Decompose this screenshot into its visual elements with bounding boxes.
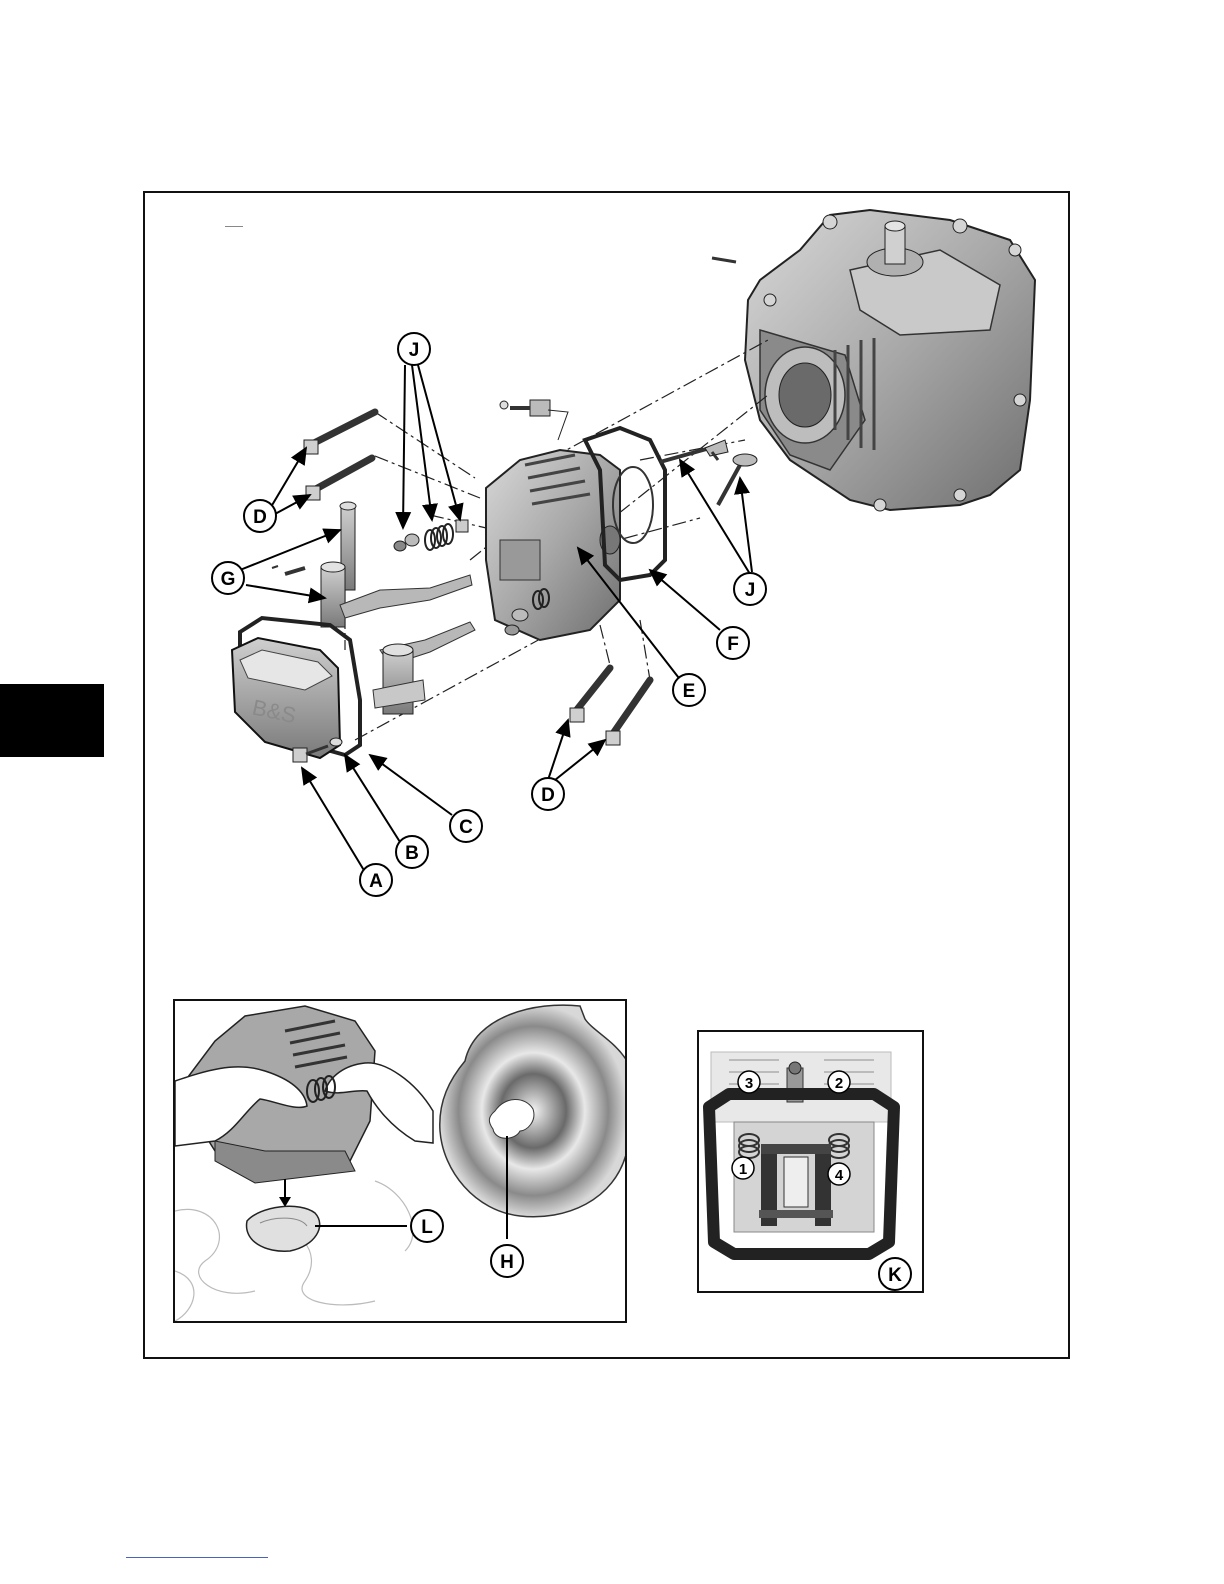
callout-f: F (717, 627, 749, 659)
svg-text:4: 4 (835, 1167, 844, 1184)
valve-number-3: 3 (738, 1071, 760, 1093)
svg-text:F: F (727, 634, 739, 655)
footer-rule (126, 1557, 268, 1558)
svg-text:L: L (421, 1217, 433, 1238)
svg-text:3: 3 (745, 1075, 753, 1092)
crankcase (745, 210, 1035, 511)
svg-text:K: K (888, 1265, 902, 1286)
callout-b: B (396, 836, 428, 868)
callout-e: E (673, 674, 705, 706)
svg-text:A: A (369, 871, 383, 892)
callout-d-upper: D (244, 500, 276, 532)
svg-text:G: G (221, 569, 236, 590)
svg-text:B: B (405, 843, 419, 864)
surface-contours (175, 1181, 413, 1321)
svg-text:H: H (500, 1252, 514, 1273)
callout-a: A (360, 864, 392, 896)
rocker-cover: B&S (232, 638, 340, 758)
svg-text:D: D (541, 785, 555, 806)
valve-number-2: 2 (828, 1071, 850, 1093)
svg-text:J: J (745, 580, 756, 601)
callout-j-top: J (398, 333, 430, 365)
inset-valve-sequence: 3 2 1 4 K (697, 1030, 924, 1293)
head-bolts-lower (570, 668, 650, 745)
callout-l: L (411, 1210, 443, 1242)
valve-number-4: 4 (828, 1163, 850, 1185)
callout-g: G (212, 562, 244, 594)
head-bolts-upper (304, 412, 375, 500)
callouts: J D G J F E D C B A (212, 333, 766, 896)
svg-text:2: 2 (835, 1075, 843, 1092)
callout-c: C (450, 810, 482, 842)
valve-spring-retainer (440, 1005, 627, 1239)
svg-text:J: J (409, 340, 420, 361)
head-top-view (709, 1052, 894, 1254)
svg-text:1: 1 (739, 1161, 747, 1178)
inset-valve-retainer: L H (173, 999, 627, 1323)
valve-springs (394, 520, 468, 551)
callout-k: K (879, 1258, 911, 1290)
valve-number-1: 1 (732, 1157, 754, 1179)
svg-text:E: E (683, 681, 696, 702)
shop-rag (247, 1206, 407, 1251)
callout-d-lower: D (532, 778, 564, 810)
callout-j-right: J (734, 573, 766, 605)
svg-text:C: C (459, 817, 473, 838)
callout-h: H (491, 1245, 523, 1277)
valves (660, 258, 757, 505)
svg-text:D: D (253, 507, 267, 528)
spark-plug (500, 400, 568, 440)
